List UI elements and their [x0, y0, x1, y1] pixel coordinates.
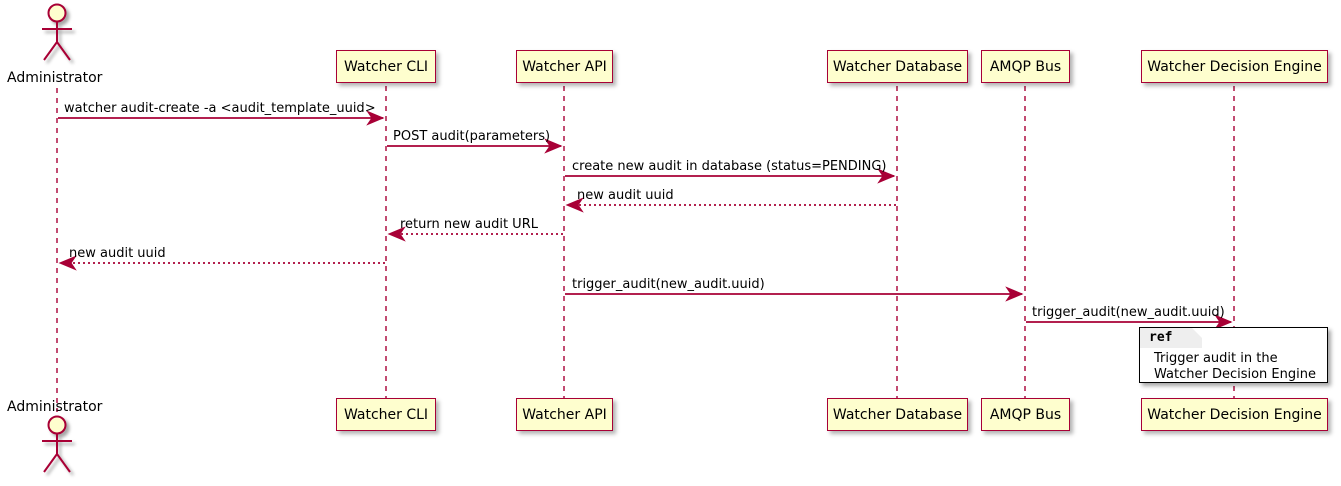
- message-label-5: return new audit URL: [400, 217, 538, 232]
- participant-box-watcher-database-top[interactable]: Watcher Database: [827, 50, 968, 83]
- message-label-4: new audit uuid: [577, 188, 674, 203]
- participant-box-watcher-api-top[interactable]: Watcher API: [516, 50, 613, 83]
- actor-label-text: Administrator: [7, 399, 103, 415]
- ref-fragment-body: Trigger audit in the Watcher Decision En…: [1154, 351, 1316, 383]
- message-label-2: POST audit(parameters): [393, 129, 551, 144]
- ref-fragment-tab: [1140, 328, 1202, 348]
- ref-fragment-line-2: Watcher Decision Engine: [1154, 367, 1316, 382]
- message-label-8: trigger_audit(new_audit.uuid): [1032, 305, 1225, 320]
- participant-box-watcher-decision-engine-top[interactable]: Watcher Decision Engine: [1141, 50, 1328, 83]
- participant-label: Watcher Database: [832, 406, 963, 423]
- message-label-7: trigger_audit(new_audit.uuid): [572, 277, 765, 292]
- participant-label: Watcher CLI: [343, 406, 429, 423]
- participant-label: Watcher API: [522, 406, 607, 423]
- participant-label: AMQP Bus: [989, 58, 1062, 75]
- participant-label: Watcher Decision Engine: [1147, 406, 1322, 423]
- ref-fragment-keyword: ref: [1149, 330, 1173, 345]
- message-label-1: watcher audit-create -a <audit_template_…: [64, 101, 376, 116]
- participant-label: Watcher Database: [832, 58, 963, 75]
- participant-box-amqp-bus-bottom[interactable]: AMQP Bus: [981, 398, 1070, 431]
- actor-administrator-top: [42, 3, 72, 61]
- participant-box-watcher-api-bottom[interactable]: Watcher API: [516, 398, 613, 431]
- actor-label-administrator-top: Administrator: [7, 70, 102, 86]
- message-label-3: create new audit in database (status=PEN…: [572, 159, 887, 174]
- participant-label: AMQP Bus: [989, 406, 1062, 423]
- ref-fragment-line-1: Trigger audit in the: [1154, 351, 1278, 366]
- participant-box-watcher-decision-engine-bottom[interactable]: Watcher Decision Engine: [1141, 398, 1328, 431]
- message-label-6: new audit uuid: [69, 246, 166, 261]
- participant-box-watcher-cli-bottom[interactable]: Watcher CLI: [336, 398, 436, 431]
- participant-label: Watcher API: [522, 58, 607, 75]
- participant-box-watcher-cli-top[interactable]: Watcher CLI: [336, 50, 436, 83]
- participant-box-amqp-bus-top[interactable]: AMQP Bus: [981, 50, 1070, 83]
- ref-fragment: ref Trigger audit in the Watcher Decisio…: [1139, 327, 1328, 383]
- participant-box-watcher-database-bottom[interactable]: Watcher Database: [827, 398, 968, 431]
- participant-label: Watcher CLI: [343, 58, 429, 75]
- actor-label-administrator-bottom: Administrator: [7, 399, 102, 415]
- actor-administrator-bottom: [42, 415, 72, 473]
- actor-label-text: Administrator: [7, 70, 103, 86]
- participant-label: Watcher Decision Engine: [1147, 58, 1322, 75]
